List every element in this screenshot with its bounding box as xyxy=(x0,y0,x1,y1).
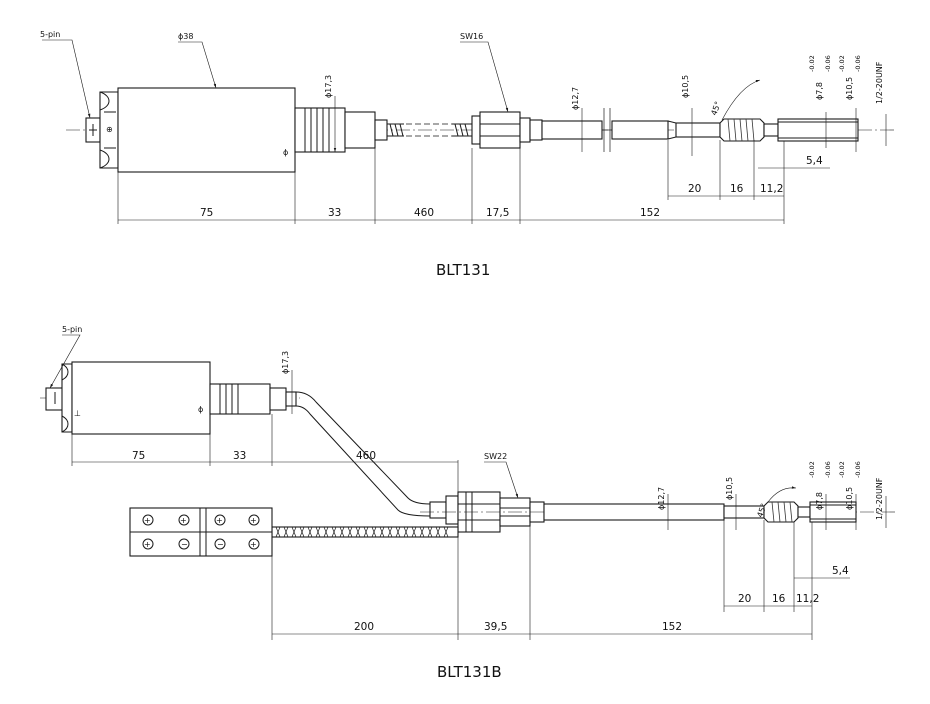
dim-20: 20 xyxy=(738,593,751,605)
drawing-blt131: ⊕ ⊕ ϕ xyxy=(40,30,895,279)
probe-stem xyxy=(541,108,721,152)
svg-text:ϕ7,8: ϕ7,8 xyxy=(815,492,824,510)
dia-thread-a-dim: ϕ7,8 -0.02 -0.06 xyxy=(808,55,832,148)
thread-spec-dim: 1/2-20UNF xyxy=(875,61,887,146)
svg-text:ϕ12,7: ϕ12,7 xyxy=(657,487,666,510)
neck-section xyxy=(294,107,388,153)
svg-text:ϕ10,5: ϕ10,5 xyxy=(845,77,854,100)
svg-text:-0.02: -0.02 xyxy=(808,55,816,72)
svg-text:1/2-20UNF: 1/2-20UNF xyxy=(875,61,884,104)
svg-text:-0.02: -0.02 xyxy=(808,461,816,478)
svg-text:+: + xyxy=(216,516,223,525)
braided-lead xyxy=(271,526,459,538)
dim-460: 460 xyxy=(414,207,434,219)
dia-tip-dim: ϕ10,5 xyxy=(681,75,693,156)
sensor-housing xyxy=(71,361,211,435)
dim-11-2: 11,2 xyxy=(796,593,819,605)
svg-text:ϕ7,8: ϕ7,8 xyxy=(815,82,824,100)
drawing-blt131b: ϕ ⊥ xyxy=(40,325,895,681)
svg-text:⊕: ⊕ xyxy=(106,125,113,134)
terminal-block: + + + + + − − + xyxy=(129,507,273,557)
length-dims xyxy=(117,140,830,224)
svg-text:-0.02: -0.02 xyxy=(838,461,846,478)
connector-pin xyxy=(85,117,101,143)
dim-5-4: 5,4 xyxy=(806,155,823,167)
caption-blt131b: BLT131B xyxy=(437,663,502,681)
label-5pin: 5-pin xyxy=(40,30,60,39)
dim-33: 33 xyxy=(233,450,246,462)
dim-16: 16 xyxy=(730,183,744,195)
svg-text:−: − xyxy=(217,540,224,549)
svg-text:ϕ17,3: ϕ17,3 xyxy=(281,351,290,374)
dim-460: 460 xyxy=(356,450,376,462)
neck-section xyxy=(209,383,297,415)
svg-text:-0.06: -0.06 xyxy=(854,55,862,72)
svg-text:ϕ10,5: ϕ10,5 xyxy=(725,477,734,500)
dim-20: 20 xyxy=(688,183,701,195)
dia-thread-b-dim: ϕ10,5 -0.02 -0.06 xyxy=(838,55,862,152)
svg-text:+: + xyxy=(250,540,257,549)
dim-200: 200 xyxy=(354,621,374,633)
label-wrench: SW22 xyxy=(484,452,507,461)
probe-tip xyxy=(719,118,859,142)
thread-spec-dim: 1/2-20UNF xyxy=(875,477,887,528)
dia-thread-a-dim: ϕ7,8 -0.02 -0.06 xyxy=(808,461,832,530)
length-dims xyxy=(71,414,850,640)
dia-stem-dim: ϕ12,7 xyxy=(657,487,669,530)
cable xyxy=(387,123,472,137)
svg-text:ϕ17,3: ϕ17,3 xyxy=(324,75,333,98)
svg-text:+: + xyxy=(250,516,257,525)
dim-75: 75 xyxy=(132,450,145,462)
svg-text:+: + xyxy=(144,516,151,525)
mark-phi: ϕ xyxy=(283,148,288,157)
angle-dim: 45° xyxy=(709,79,761,121)
svg-text:-0.02: -0.02 xyxy=(838,55,846,72)
label-dia-body: ϕ38 xyxy=(178,32,193,41)
svg-text:−: − xyxy=(181,540,188,549)
hex-nut xyxy=(471,111,543,149)
dia-stem-dim: ϕ12,7 xyxy=(571,87,583,152)
label-5pin: 5-pin xyxy=(62,325,82,334)
label-wrench: SW16 xyxy=(460,32,483,41)
connector-pin xyxy=(45,363,73,433)
mark-tee: ⊥ xyxy=(74,409,81,418)
dia-neck-dim: ϕ17,3 xyxy=(324,75,337,152)
mark-phi: ϕ xyxy=(198,405,203,414)
dim-152: 152 xyxy=(640,207,660,219)
svg-text:-0.06: -0.06 xyxy=(824,461,832,478)
dia-neck-dim: ϕ17,3 xyxy=(281,351,293,414)
svg-text:1/2-20UNF: 1/2-20UNF xyxy=(875,477,884,520)
svg-text:ϕ12,7: ϕ12,7 xyxy=(571,87,580,110)
dim-39-5: 39,5 xyxy=(484,621,507,633)
dia-thread-b-dim: ϕ10,5 -0.02 -0.06 xyxy=(838,461,862,530)
dim-17-5: 17,5 xyxy=(486,207,509,219)
dim-33: 33 xyxy=(328,207,341,219)
svg-text:ϕ10,5: ϕ10,5 xyxy=(845,487,854,510)
svg-text:ϕ10,5: ϕ10,5 xyxy=(681,75,690,98)
dim-152: 152 xyxy=(662,621,682,633)
svg-text:+: + xyxy=(144,540,151,549)
probe-stem xyxy=(543,503,765,521)
caption-blt131: BLT131 xyxy=(436,261,490,279)
svg-text:-0.06: -0.06 xyxy=(854,461,862,478)
svg-text:-0.06: -0.06 xyxy=(824,55,832,72)
probe-tip xyxy=(763,501,857,523)
sensor-housing xyxy=(117,87,296,173)
dim-11-2: 11,2 xyxy=(760,183,783,195)
dim-16: 16 xyxy=(772,593,786,605)
dim-5-4: 5,4 xyxy=(832,565,849,577)
svg-text:+: + xyxy=(180,516,187,525)
svg-text:45°: 45° xyxy=(709,100,722,116)
dim-75: 75 xyxy=(200,207,213,219)
dia-tip-dim: ϕ10,5 xyxy=(725,477,737,530)
